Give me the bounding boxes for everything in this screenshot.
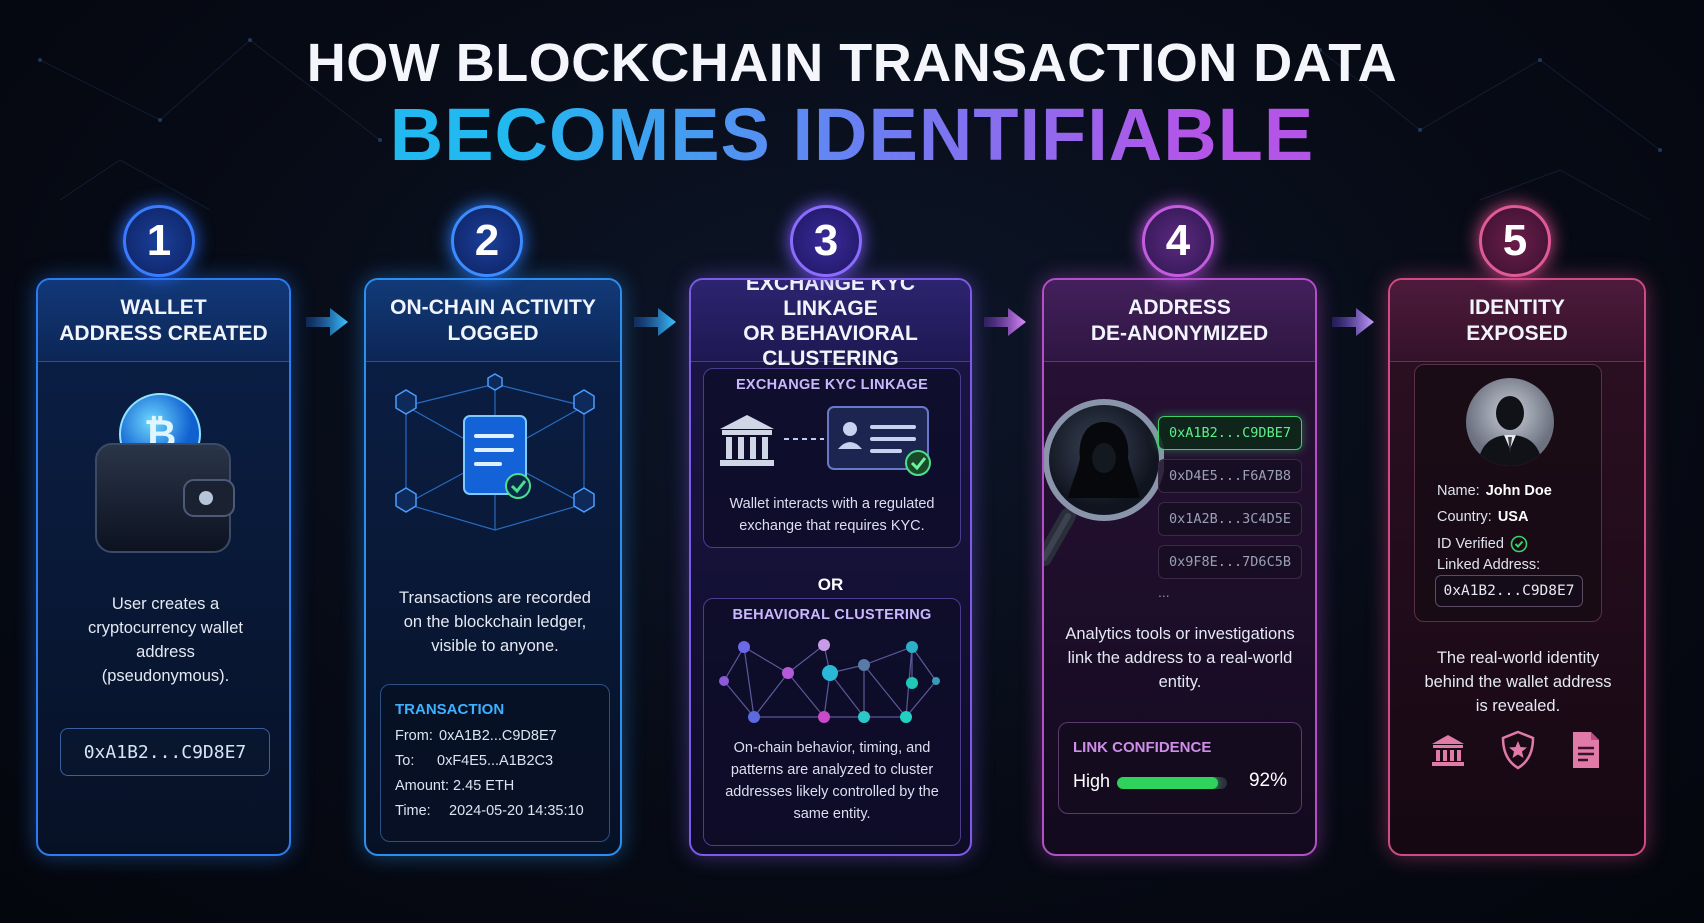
step-2-card: ON-CHAIN ACTIVITY LOGGED Transactions ar… xyxy=(364,278,622,856)
tx-amount-label: Amount: xyxy=(395,778,449,794)
step-3-title: EXCHANGE KYC LINKAGE OR BEHAVIORAL CLUST… xyxy=(691,280,970,370)
or-label: OR xyxy=(817,575,844,594)
step-4-description: Analytics tools or investigations link t… xyxy=(1065,625,1295,691)
bank-icon xyxy=(720,415,774,466)
step-5-description: The real-world identity behind the walle… xyxy=(1424,649,1612,715)
step-4-badge: 4 xyxy=(1142,205,1214,277)
step-2-title: ON-CHAIN ACTIVITY LOGGED xyxy=(366,280,620,362)
step-2-badge: 2 xyxy=(451,205,523,277)
identity-verified-label: ID Verified xyxy=(1437,536,1504,552)
identity-name-label: Name: xyxy=(1437,483,1480,499)
person-avatar-icon xyxy=(1466,378,1554,466)
identity-country-label: Country: xyxy=(1437,509,1492,525)
behavioral-clustering-box: BEHAVIORAL CLUSTERING On-chain b xyxy=(703,598,961,846)
identity-name: John Doe xyxy=(1485,483,1552,499)
link-confidence-fill xyxy=(1117,777,1219,789)
linked-address-label: Linked Address: xyxy=(1437,557,1541,573)
tx-amount: 2.45 ETH xyxy=(453,778,515,794)
wallet-address-pill: 0xA1B2...C9D8E7 xyxy=(60,728,270,776)
arrow-2-3 xyxy=(634,308,676,336)
tx-time-label: Time: xyxy=(395,803,431,819)
tx-to: 0xF4E5...A1B2C3 xyxy=(437,753,554,769)
step-3-badge: 3 xyxy=(790,205,862,277)
identity-name-row: Name: John Doe xyxy=(1437,483,1552,499)
identity-country-row: Country: USA xyxy=(1437,509,1528,525)
tx-from-label: From: xyxy=(395,728,433,744)
step-5-card: IDENTITY EXPOSED Name: John Doe Country: U… xyxy=(1388,278,1646,856)
transaction-card: TRANSACTION From: 0xA1B2...C9D8E7 To: 0xF4… xyxy=(380,684,610,842)
address-item: 0x9F8E...7D6C5B xyxy=(1158,545,1302,579)
magnifier-hooded-figure-icon xyxy=(1044,399,1164,566)
address-item: 0xD4E5...F6A7B8 xyxy=(1158,459,1302,493)
step-4-card: ADDRESS DE-ANONYMIZED 0xA1B2...C9DBE7 0x… xyxy=(1042,278,1317,856)
identity-card: Name: John Doe Country: USA ID Verified Li… xyxy=(1414,364,1602,622)
blockchain-ledger-icon xyxy=(395,373,595,531)
bitcoin-wallet-icon: ₿ xyxy=(95,393,235,553)
link-confidence-bar xyxy=(1117,777,1227,789)
step-2-description: Transactions are recorded on the blockch… xyxy=(399,589,591,655)
link-confidence-percent: 92% xyxy=(1248,770,1287,791)
transaction-title: TRANSACTION xyxy=(395,701,505,718)
behavioral-clustering-text: On-chain behavior, timing, and patterns … xyxy=(725,740,939,822)
arrow-3-4 xyxy=(984,308,1026,336)
kyc-linkage-box: EXCHANGE KYC LINKAGE Wallet interacts wi… xyxy=(703,368,961,548)
identity-verified-row: ID Verified xyxy=(1437,535,1528,553)
id-card-icon xyxy=(827,406,931,476)
tx-from: 0xA1B2...C9D8E7 xyxy=(439,728,557,744)
step-1-badge: 1 xyxy=(123,205,195,277)
step-5-title: IDENTITY EXPOSED xyxy=(1390,280,1644,362)
arrow-1-2 xyxy=(306,308,348,336)
dashed-link xyxy=(784,438,824,440)
police-badge-icon xyxy=(1501,730,1535,770)
behavioral-clustering-title: BEHAVIORAL CLUSTERING xyxy=(732,607,932,623)
tx-to-label: To: xyxy=(395,753,415,769)
linked-address: 0xA1B2...C9D8E7 xyxy=(1435,575,1583,607)
address-item-match: 0xA1B2...C9DBE7 xyxy=(1158,416,1302,450)
step-4-title: ADDRESS DE-ANONYMIZED xyxy=(1044,280,1315,362)
step-5-badge: 5 xyxy=(1479,205,1551,277)
kyc-linkage-title: EXCHANGE KYC LINKAGE xyxy=(735,377,929,393)
kyc-linkage-text: Wallet interacts with a regulated exchan… xyxy=(729,496,935,534)
page-title-line2: BECOMES IDENTIFIABLE xyxy=(0,92,1704,177)
link-confidence-level: High xyxy=(1073,771,1111,791)
page-title-line1: HOW BLOCKCHAIN TRANSACTION DATA xyxy=(306,33,1398,93)
step-1-card: WALLET ADDRESS CREATED ₿ User creates a … xyxy=(36,278,291,856)
address-list-ellipsis: ... xyxy=(1158,584,1170,600)
identity-country: USA xyxy=(1497,509,1529,525)
step-3-card: EXCHANGE KYC LINKAGE OR BEHAVIORAL CLUST… xyxy=(689,278,972,856)
address-item: 0x1A2B...3C4D5E xyxy=(1158,502,1302,536)
document-icon xyxy=(1573,732,1599,768)
arrow-4-5 xyxy=(1332,308,1374,336)
link-confidence-box: LINK CONFIDENCE High 92% xyxy=(1058,722,1302,814)
bank-icon xyxy=(1432,735,1464,766)
check-circle-icon xyxy=(1510,535,1528,553)
tx-time: 2024-05-20 14:35:10 xyxy=(449,803,584,819)
cluster-graph-icon xyxy=(719,639,940,723)
step-1-title: WALLET ADDRESS CREATED xyxy=(38,280,289,362)
link-confidence-title: LINK CONFIDENCE xyxy=(1073,739,1212,756)
step-1-description: User creates a cryptocurrency wallet add… xyxy=(88,595,243,685)
